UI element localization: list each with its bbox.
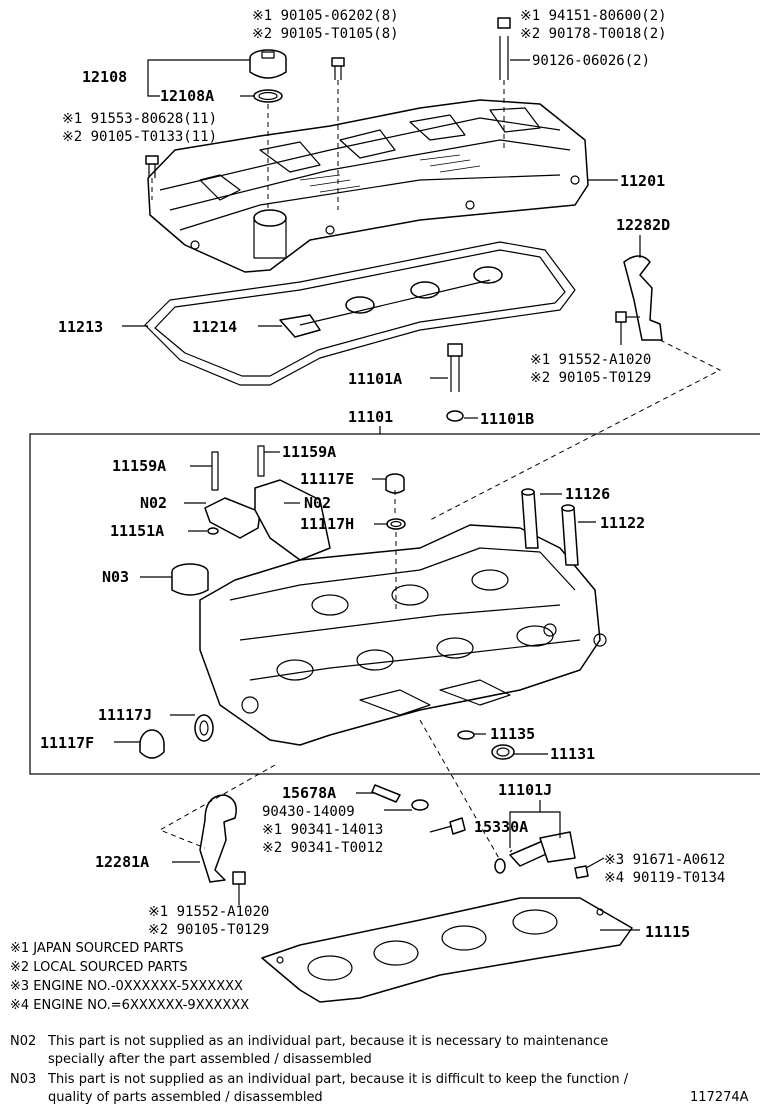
note-n03-line2: quality of parts assembled / disassemble… [48, 1090, 323, 1105]
label-head-gasket: 11115 [645, 923, 690, 941]
legend-engine-no-4: ※4 ENGINE NO.=6XXXXXX-9XXXXXX [10, 998, 249, 1013]
label-head-cover: 11201 [620, 172, 665, 190]
valve-guide-drawing [521, 488, 579, 566]
label-hanger-rear-bolt-1: ※1 91552-A1020 [530, 352, 651, 368]
label-guide-a: 11126 [565, 485, 610, 503]
legend-local-sourced: ※2 LOCAL SOURCED PARTS [10, 960, 188, 975]
label-cover-gasket: 11213 [58, 318, 103, 336]
label-ocv-bolt-3: ※3 91671-A0612 [604, 852, 725, 868]
front-hanger-drawing [199, 794, 246, 885]
head-bolt-drawing [446, 343, 464, 422]
label-plug-e: 11117E [300, 470, 354, 488]
oil-filler-cap-drawing [249, 49, 287, 103]
label-guide-b: 11122 [600, 514, 645, 532]
head-gasket-drawing [261, 897, 633, 1003]
label-hanger-front-bolt-2: ※2 90105-T0129 [148, 922, 269, 938]
label-cam-bolt-right: 11159A [282, 443, 336, 461]
label-cap: 12108 [82, 68, 127, 86]
label-nut-stud-2: ※2 90178-T0018(2) [520, 26, 667, 42]
label-plug-f: 11117F [40, 734, 94, 752]
figure-id: 117274A [690, 1090, 749, 1105]
label-stud: 90126-06026(2) [532, 53, 650, 69]
leader-lines [114, 59, 722, 931]
side-plug-drawing [139, 714, 214, 759]
notes: N02 This part is not supplied as an indi… [10, 1034, 749, 1105]
label-hanger-rear-bolt-2: ※2 90105-T0129 [530, 370, 651, 386]
label-ocv-assy: 11101J [498, 781, 552, 799]
legend-engine-no-3: ※3 ENGINE NO.-0XXXXXX-5XXXXXX [10, 979, 243, 994]
small-gasket-drawing [457, 730, 515, 760]
legend: ※1 JAPAN SOURCED PARTS ※2 LOCAL SOURCED … [10, 941, 249, 1013]
label-ocv: 15330A [474, 818, 528, 836]
ocv-drawing [494, 831, 589, 879]
note-n02-code: N02 [10, 1034, 36, 1049]
cylinder-head-drawing [199, 524, 607, 746]
label-head-bolt: 11101A [348, 370, 402, 388]
label-nut-stud-1: ※1 94151-80600(2) [520, 8, 667, 24]
label-head-subassy: 11101 [348, 408, 393, 426]
label-head-plug-1: ※1 90341-14013 [262, 822, 383, 838]
label-head-washer: 11101B [480, 410, 534, 428]
label-gasket-11135: 11135 [490, 725, 535, 743]
label-head-plug-2: ※2 90341-T0012 [262, 840, 383, 856]
note-n02-line2: specially after the part assembled / dis… [48, 1052, 372, 1067]
label-hanger-rear: 12282D [616, 216, 670, 234]
union-bolt-drawing [371, 784, 466, 835]
head-cover-drawing [147, 99, 589, 273]
note-n02-line1: This part is not supplied as an individu… [47, 1034, 608, 1049]
label-cap-gasket: 12108A [160, 87, 214, 105]
label-n03: N03 [102, 568, 129, 586]
label-hanger-front-bolt-1: ※1 91552-A1020 [148, 904, 269, 920]
note-n03-code: N03 [10, 1072, 36, 1087]
note-n03-line1: This part is not supplied as an individu… [47, 1072, 629, 1087]
camshaft-cap-drawing [204, 445, 331, 561]
label-plug-h: 11117H [300, 515, 354, 533]
legend-japan-sourced: ※1 JAPAN SOURCED PARTS [10, 941, 184, 956]
label-pin: 11151A [110, 522, 164, 540]
label-plug-j: 11117J [98, 706, 152, 724]
label-gasket-11131: 11131 [550, 745, 595, 763]
label-gasket-ring: 90430-14009 [262, 804, 355, 820]
label-plug-gasket: 11214 [192, 318, 237, 336]
part-labels: ※1 90105-06202(8) ※2 90105-T0105(8) ※1 9… [40, 8, 725, 941]
rear-hanger-drawing [615, 255, 663, 341]
label-union: 15678A [282, 784, 336, 802]
label-n02-right: N02 [304, 494, 331, 512]
label-bolt-cover-a-1: ※1 90105-06202(8) [252, 8, 399, 24]
label-bolt-cover-b-2: ※2 90105-T0133(11) [62, 129, 217, 145]
label-bolt-cover-a-2: ※2 90105-T0105(8) [252, 26, 399, 42]
label-n02-left: N02 [140, 494, 167, 512]
valve-lifter-drawing [171, 563, 209, 596]
cylinder-head-subassembly-box [29, 433, 760, 775]
label-bolt-cover-b-1: ※1 91553-80628(11) [62, 111, 217, 127]
label-cam-bolt-left: 11159A [112, 457, 166, 475]
cover-gasket-drawing [144, 241, 576, 386]
label-ocv-bolt-4: ※4 90119-T0134 [604, 870, 725, 886]
label-hanger-front: 12281A [95, 853, 149, 871]
plug-drawing [385, 473, 406, 530]
cover-bolt-drawing [145, 17, 511, 178]
